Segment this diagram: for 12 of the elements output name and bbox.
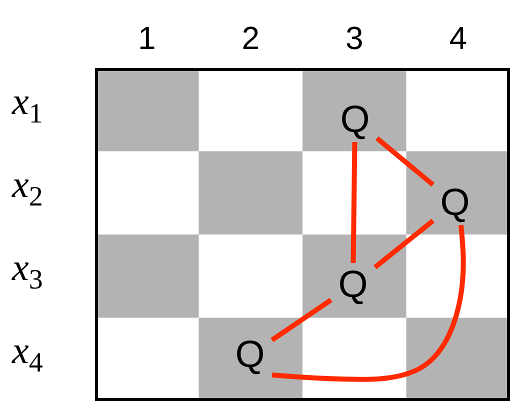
column-number: 4	[448, 20, 468, 57]
conflict-line	[270, 298, 332, 342]
conflict-line	[373, 218, 435, 270]
conflict-line	[350, 142, 358, 264]
column-number: 3	[344, 20, 364, 57]
column-number: 2	[240, 20, 261, 57]
column-number: 1	[136, 20, 157, 57]
row-variable: x$_{1}$	[12, 80, 43, 130]
row-variable: x$_{4}$	[12, 329, 43, 380]
conflict-line	[375, 136, 435, 187]
row-variable: x$_{3}$	[12, 246, 43, 297]
row-variable: x$_{2}$	[12, 162, 43, 214]
